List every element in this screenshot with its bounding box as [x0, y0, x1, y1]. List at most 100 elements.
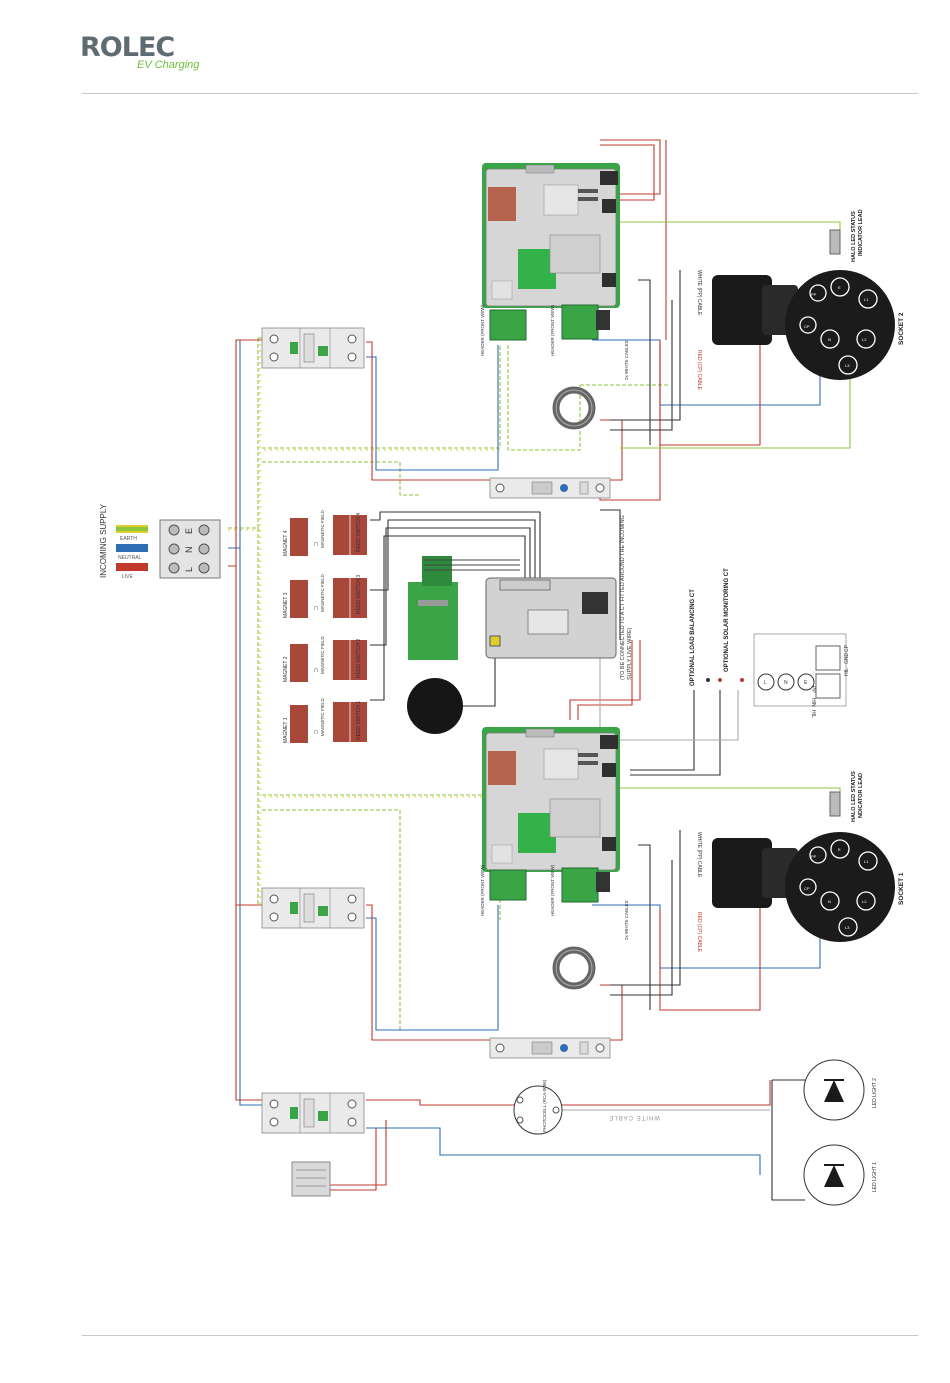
white-pp-cable-2: WHITE (PP) CABLE: [696, 270, 702, 316]
svg-text:∩: ∩: [313, 603, 319, 612]
charge-board-1: [481, 726, 621, 873]
neutral-label: NEUTRAL: [118, 555, 142, 561]
magnet-4-icon: [290, 518, 308, 556]
socket-2-label: SOCKET 2: [898, 312, 905, 345]
charge-board-2: [481, 162, 621, 309]
pin-e-2: E: [838, 285, 841, 290]
coil-l: L: [764, 680, 767, 686]
header-connectors: [489, 304, 610, 903]
live-wire: [116, 563, 148, 571]
rcbo-socket-1: [261, 887, 365, 929]
pin-l1-1: L1: [864, 859, 869, 864]
load-ct-title: OPTIONAL LOAD BALANCING CT: [690, 589, 696, 686]
reed-switch-4-label: REED SWITCH 4: [356, 513, 362, 552]
svg-text:∩: ∩: [313, 665, 319, 674]
svg-text:∩: ∩: [313, 727, 319, 736]
load-ct-note: (TO BE CONNECTED TO A CT FITTED AROUND T…: [620, 515, 633, 680]
halo-1-sub: NDICATOR LEAD: [858, 773, 864, 818]
header-front-view-1a: HEADER (FRONT VIEW): [480, 864, 485, 916]
logo-wordmark: ROLEC: [80, 32, 175, 63]
block-e: E: [184, 528, 194, 534]
live-label: LIVE: [122, 574, 134, 580]
earth-label: EARTH: [120, 536, 137, 542]
term-gnd: GND: [844, 653, 850, 665]
header-front-view-1b: HEADER (FRONT VIEW): [550, 864, 555, 916]
ct-terminal-box: [753, 633, 847, 707]
halo-lead-1-connector: [829, 791, 841, 817]
halo-1-title: HALO LED STATUS: [851, 771, 857, 822]
main-controller: [485, 577, 617, 659]
rolec-logo: ROLEC EV Charging: [80, 34, 215, 74]
pin-l3-1: L3: [845, 925, 850, 930]
solar-ct-title: OPTIONAL SOLAR MONITORING CT: [724, 568, 730, 672]
magnetic-field-3: MAGNETIC FIELD: [320, 573, 325, 612]
white-pp-cable-1: WHITE (PP) CABLE: [696, 832, 702, 878]
ventilation-grille: [291, 1161, 331, 1197]
reed-switch-3-label: REED SWITCH 3: [356, 575, 362, 614]
led-light-1: [803, 1144, 865, 1206]
red-cp-cable-2: RED (CP) CABLE: [696, 350, 702, 391]
photocell-label: PHOTOCELL (RCA-0086): [542, 1079, 547, 1132]
header-front-view-2a: HEADER (FRONT VIEW): [480, 304, 485, 356]
pin-l2-1: L2: [862, 899, 867, 904]
ct-coil-2-icon: [556, 390, 592, 426]
coil-e: E: [804, 680, 808, 686]
logo-tagline: EV Charging: [137, 59, 200, 71]
reed-switch-2-label: REED SWITCH 2: [356, 639, 362, 678]
pin-l3-2: L3: [845, 363, 850, 368]
ct-coil-1-icon: [556, 950, 592, 986]
header-front-view-2b: HEADER (FRONT VIEW): [550, 304, 555, 356]
led-light-1-label: LED LIGHT 1: [872, 1162, 878, 1192]
neutral-wire: [116, 544, 148, 552]
term-pp: PP: [810, 686, 816, 693]
plug-housing-1-icon: [712, 838, 798, 908]
block-l: L: [184, 567, 194, 572]
term-hil-r: HIL: [844, 668, 850, 676]
term-hil-l: HIL: [810, 710, 816, 718]
pin-l2-2: L2: [862, 337, 867, 342]
halo-2-title: HALO LED STATUS: [851, 211, 857, 262]
magnet-1-icon: [290, 705, 308, 743]
header-divider: [82, 93, 918, 94]
push-button-icon: [407, 678, 463, 734]
magnetic-field-1: MAGNETIC FIELD: [320, 697, 325, 736]
halo-lead-2-connector: [829, 229, 841, 255]
plug-housing-2-icon: [712, 275, 798, 345]
incoming-supply-title: INCOMING SUPPLY: [99, 503, 108, 578]
magnet-3-label: MAGNET 3: [283, 592, 289, 618]
pin-l1-2: L1: [864, 297, 869, 302]
svg-text:∩: ∩: [313, 539, 319, 548]
magnet-2-icon: [290, 644, 308, 682]
white-cable-label: WHITE CABLE: [608, 1114, 660, 1120]
magnet-4-label: MAGNET 4: [283, 530, 289, 556]
magnet-reed-group: MAGNET 4 MAGNET 3 MAGNET 2 MAGNET 1 MAGN…: [283, 509, 367, 743]
magnetic-field-4: MAGNETIC FIELD: [320, 509, 325, 548]
footer-divider: [82, 1335, 918, 1336]
white-cables-2: 2x WHITE CABLES: [624, 340, 629, 380]
rcbo-socket-2: [261, 327, 365, 369]
rcbo-lighting: [261, 1092, 365, 1134]
pin-e-1: E: [838, 847, 841, 852]
coil-n: N: [784, 680, 788, 686]
block-n: N: [184, 547, 194, 554]
led-light-2: [803, 1059, 865, 1121]
pin-cp-1: CP: [804, 886, 810, 891]
white-cables-1: 2x WHITE CABLES: [624, 900, 629, 940]
pin-n-1: N: [828, 899, 831, 904]
energy-meter-2: [489, 477, 611, 499]
energy-meter-1: [489, 1037, 611, 1059]
halo-2-sub: INDICATOR LEAD: [858, 209, 864, 256]
incoming-supply: INCOMING SUPPLY EARTH NEUTRAL LIVE E N L: [99, 503, 221, 580]
term-cp: CP: [844, 644, 850, 652]
magnet-1-label: MAGNET 1: [283, 717, 289, 743]
term-hin: HIN: [810, 698, 816, 707]
reed-switch-1-label: REED SWITCH 1: [356, 701, 362, 740]
pin-n-2: N: [828, 337, 831, 342]
magnet-3-icon: [290, 580, 308, 618]
led-light-2-label: LED LIGHT 2: [872, 1078, 878, 1108]
rfid-module: [408, 556, 520, 660]
pin-pp-1: PP: [811, 854, 817, 859]
photocell: [513, 1085, 563, 1135]
red-cp-cable-1: RED (CP) CABLE: [696, 912, 702, 953]
